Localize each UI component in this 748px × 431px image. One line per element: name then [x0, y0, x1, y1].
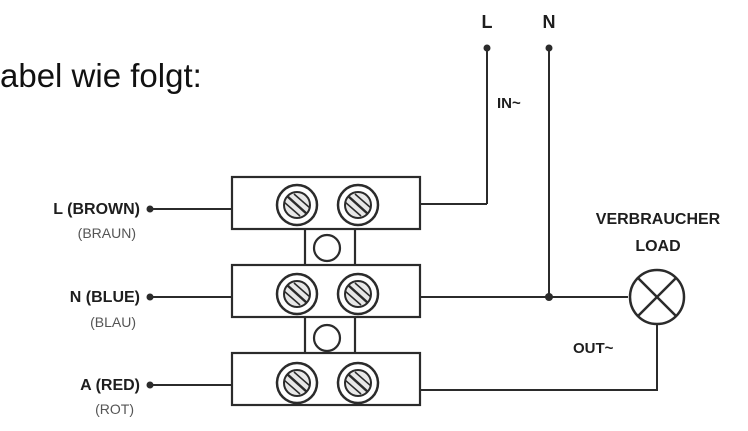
output-label: OUT~: [573, 340, 614, 357]
line-supply-dot: [483, 44, 491, 52]
lead-dot-a: [146, 381, 154, 389]
lead-dot-n: [146, 293, 154, 301]
terminal-sublabel-a: (ROT): [95, 401, 134, 417]
load-label-de: VERBRAUCHER: [596, 211, 721, 228]
terminal-label-l: L (BROWN): [53, 201, 140, 218]
lead-dot-l: [146, 205, 154, 213]
supply-line-label: L: [482, 12, 493, 32]
output-wire: [420, 323, 658, 391]
input-label: IN~: [497, 95, 521, 112]
terminal-sublabel-l: (BRAUN): [78, 225, 136, 241]
screw-icon: [275, 361, 319, 405]
instruction-text: abel wie folgt:: [0, 57, 202, 94]
screw-icon: [336, 272, 380, 316]
load-label-en: LOAD: [635, 238, 680, 255]
lamp-icon: [628, 268, 686, 326]
terminal-row-l: [230, 175, 422, 231]
screw-icon: [336, 361, 380, 405]
neutral-supply-dot: [545, 44, 553, 52]
terminal-row-a: [230, 351, 422, 407]
screw-icon: [275, 183, 319, 227]
terminal-label-n: N (BLUE): [70, 289, 140, 306]
screw-icon: [275, 272, 319, 316]
screw-icon: [336, 183, 380, 227]
terminal-row-n: [230, 263, 422, 319]
terminal-sublabel-n: (BLAU): [90, 314, 136, 330]
terminal-label-a: A (RED): [80, 377, 140, 394]
terminal-block: [230, 175, 422, 407]
supply-neutral-label: N: [543, 12, 556, 32]
junction-dot: [545, 293, 553, 301]
